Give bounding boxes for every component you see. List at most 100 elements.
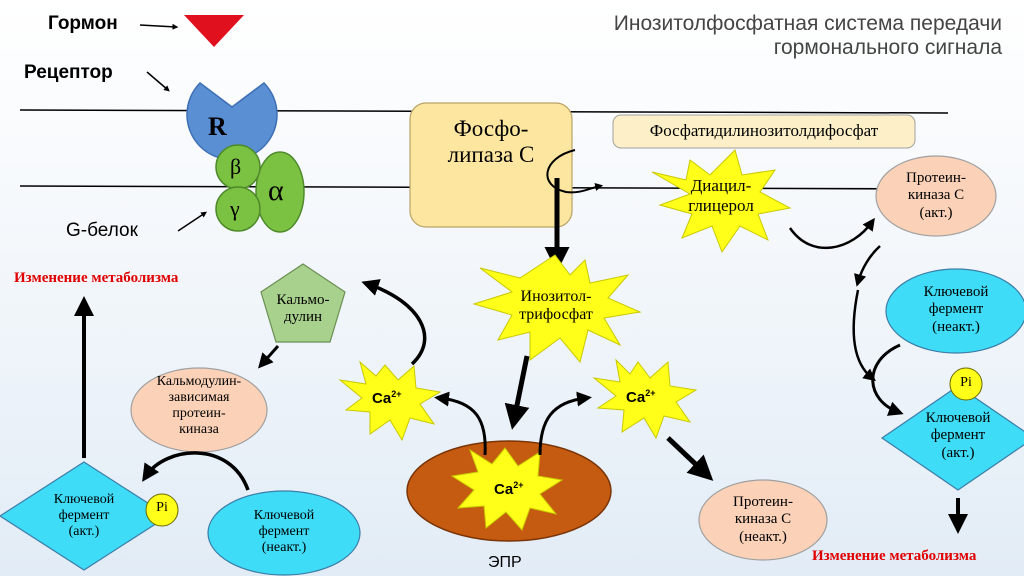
key-enzyme-inactive-right-line-3: (неакт.) bbox=[932, 318, 980, 335]
receptor-pointer-arrow bbox=[146, 71, 170, 92]
ca-center-symbol: Ca bbox=[494, 481, 514, 498]
cam-kinase-label: Кальмодулин- зависимая протеин- киназа bbox=[131, 374, 267, 438]
key-enzyme-active-left-line-2: фермент bbox=[58, 508, 110, 524]
key-enzyme-inactive-left-line-2: фермент bbox=[258, 524, 310, 540]
key-enzyme-inactive-right-line-1: Ключевой bbox=[923, 284, 989, 300]
ca-release-left-arrow bbox=[434, 391, 487, 456]
phospholipase-c-line-2: липаза С bbox=[447, 142, 535, 168]
pkc-inactive-line-3: (неакт.) bbox=[739, 528, 787, 545]
plc-to-dag-arrow bbox=[546, 149, 604, 194]
key-enzyme-inactive-right bbox=[885, 268, 1024, 354]
gamma-label: γ bbox=[230, 196, 240, 221]
hormone-triangle bbox=[184, 15, 244, 47]
g-gamma-subunit bbox=[215, 186, 261, 232]
er-label: ЭПР bbox=[488, 554, 522, 571]
key-enzyme-inactive-right-label: Ключевой фермент (неакт.) bbox=[890, 284, 1022, 336]
pi-right-circle bbox=[949, 367, 983, 401]
ip3-line-2: трифосфат bbox=[519, 306, 593, 324]
dag-line-2: глицерол bbox=[688, 195, 754, 215]
pi-left-label: Pi bbox=[156, 500, 168, 515]
key-enzyme-inactive-left-line-3: (неакт.) bbox=[261, 540, 307, 556]
key-enzyme-active-right-line-1: Ключевой bbox=[925, 410, 991, 426]
hormone-pointer-arrow bbox=[139, 23, 179, 30]
pkc-phosphorylation-arrow bbox=[852, 289, 876, 382]
pkc-active-label: Протеин- киназа С (акт.) bbox=[876, 170, 996, 222]
key-enzyme-active-left-line-3: (акт.) bbox=[68, 524, 100, 540]
ca-right-symbol: Ca bbox=[626, 389, 646, 406]
pkc-active-line-2: киназа С bbox=[907, 187, 965, 204]
calmodulin-line-2: дулин bbox=[283, 309, 322, 326]
metabolism-change-left-label: Изменение метаболизма bbox=[14, 270, 179, 286]
ip3-line-1: Инозитол- bbox=[520, 288, 592, 305]
dag-star bbox=[651, 149, 792, 254]
phospholipase-c-box bbox=[409, 102, 573, 228]
pip2-box bbox=[612, 114, 916, 149]
cam-kinase-line-1: Кальмодулин- bbox=[156, 374, 242, 389]
receptor-label: Рецептор bbox=[24, 62, 113, 83]
key-enzyme-inactive-right-line-2: фермент bbox=[928, 301, 984, 318]
ca-left-star bbox=[338, 360, 442, 442]
key-enzyme-active-right-line-3: (акт.) bbox=[941, 444, 975, 461]
calmodulin-label: Кальмо- дулин bbox=[261, 292, 345, 327]
pip2-label: Фосфатидилинозитолдифосфат bbox=[649, 121, 879, 140]
cam-kinase-line-3: протеин- bbox=[172, 406, 226, 422]
hormone-label: Гормон bbox=[48, 13, 118, 34]
key-enzyme-active-right-label: Ключевой фермент (акт.) bbox=[898, 410, 1018, 462]
ip3-label: Инозитол- трифосфат bbox=[500, 288, 612, 325]
ca-left-symbol: Ca bbox=[372, 390, 392, 407]
ca-left-label: Ca2+ bbox=[372, 389, 401, 407]
calmodulin-to-kinase-arrow bbox=[258, 345, 280, 369]
title-line-1: Инозитолфосфатная система передачи bbox=[613, 12, 1002, 35]
phospholipase-c-line-1: Фосфо- bbox=[453, 116, 529, 141]
g-alpha-subunit bbox=[255, 151, 305, 233]
pi-right-label: Pi bbox=[960, 375, 972, 390]
pkc-active-ellipse bbox=[875, 155, 997, 237]
ca-to-calmodulin-arrow bbox=[361, 279, 427, 366]
calmodulin-pentagon bbox=[260, 263, 346, 343]
ca-center-star bbox=[450, 447, 564, 531]
title: Инозитолфосфатная система передачи гормо… bbox=[546, 12, 1002, 60]
key-enzyme-inactive-left-line-1: Ключевой bbox=[253, 508, 315, 523]
key-enzyme-active-left-label: Ключевой фермент (акт.) bbox=[24, 492, 144, 540]
g-protein-pointer-arrow bbox=[177, 211, 207, 232]
ca-to-pkc-arrow bbox=[666, 436, 714, 481]
pkc-inactive-label: Протеин- киназа С (неакт.) bbox=[699, 494, 827, 546]
g-protein-label: G-белок bbox=[66, 220, 138, 241]
ca-right-charge: 2+ bbox=[645, 388, 656, 398]
dag-label: Диацил- глицерол bbox=[666, 176, 776, 215]
key-enzyme-inactive-left-label: Ключевой фермент (неакт.) bbox=[214, 508, 354, 556]
pi-left-circle bbox=[145, 493, 179, 527]
title-line-2: гормонального сигнала bbox=[773, 36, 1002, 60]
ca-left-charge: 2+ bbox=[391, 389, 402, 399]
ca-center-charge: 2+ bbox=[513, 480, 524, 490]
dag-to-pkc-arrow bbox=[788, 217, 875, 250]
pkc-inactive-line-2: киназа С bbox=[734, 511, 792, 528]
ca-release-right-arrow bbox=[538, 391, 592, 456]
ip3-to-er-arrow bbox=[504, 355, 530, 430]
beta-label: β bbox=[230, 154, 242, 179]
ca-right-star bbox=[592, 358, 698, 440]
cam-kinase-line-2: зависимая bbox=[168, 390, 230, 406]
ca-center-label: Ca2+ bbox=[494, 480, 523, 498]
enzyme-activation-right-arrow bbox=[871, 343, 904, 416]
pkc-active-line-3: (акт.) bbox=[919, 204, 953, 221]
pkc-inactive-line-1: Протеин- bbox=[733, 494, 793, 510]
key-enzyme-inactive-left bbox=[207, 490, 361, 576]
phospholipase-c-label: Фосфо- липаза С bbox=[410, 116, 572, 169]
cam-kinase-phosphorylation-arrow bbox=[142, 451, 250, 491]
cam-kinase-line-4: киназа bbox=[179, 422, 219, 438]
key-enzyme-active-right-line-2: фермент bbox=[930, 427, 986, 444]
metabolism-change-right-label: Изменение метаболизма bbox=[812, 548, 977, 564]
ip3-star bbox=[472, 254, 642, 364]
pkc-active-to-enzyme-arrow bbox=[854, 245, 881, 287]
pkc-inactive-ellipse bbox=[698, 479, 828, 561]
pkc-active-line-1: Протеин- bbox=[906, 170, 966, 186]
ca-right-label: Ca2+ bbox=[626, 388, 655, 406]
key-enzyme-active-left-diamond bbox=[0, 461, 170, 571]
alpha-label: α bbox=[268, 174, 284, 207]
calmodulin-line-1: Кальмо- bbox=[276, 292, 330, 308]
receptor-letter: R bbox=[208, 112, 227, 141]
key-enzyme-active-right-diamond bbox=[880, 385, 1024, 491]
dag-line-1: Диацил- bbox=[690, 176, 752, 195]
